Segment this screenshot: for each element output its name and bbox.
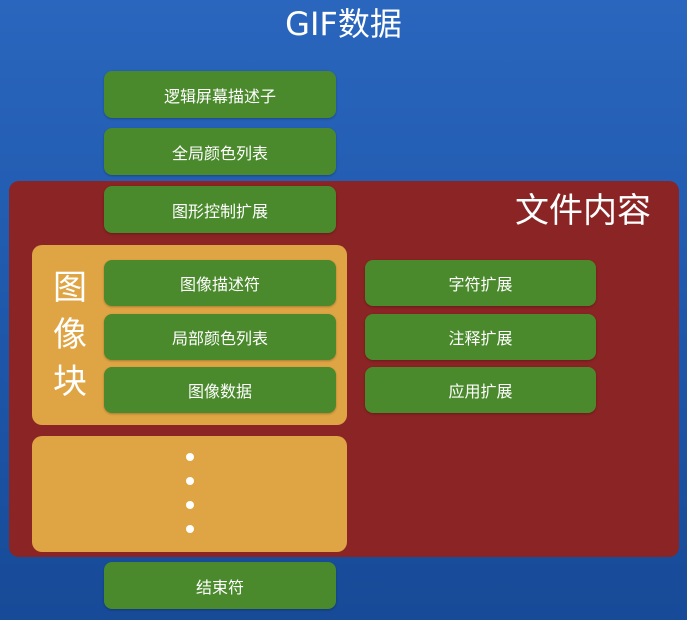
image-data-box: 图像数据 — [104, 367, 336, 413]
ellipsis-dot — [186, 501, 194, 509]
text-extension-box: 字符扩展 — [365, 260, 596, 306]
image-block-label-char: 像 — [53, 315, 87, 355]
local-color-table-box: 局部颜色列表 — [104, 314, 336, 360]
comment-extension-box: 注释扩展 — [365, 314, 596, 360]
application-extension-box: 应用扩展 — [365, 367, 596, 413]
trailer-box: 结束符 — [104, 562, 336, 609]
ellipsis-dot — [186, 477, 194, 485]
ellipsis-dots — [186, 453, 194, 549]
diagram-title: GIF数据 — [285, 5, 402, 43]
image-block-label: 图 像 块 — [50, 265, 90, 406]
image-block-label-char: 图 — [53, 268, 87, 308]
global-color-table-box: 全局颜色列表 — [104, 128, 336, 175]
file-content-label: 文件内容 — [515, 191, 651, 231]
graphic-control-extension-box: 图形控制扩展 — [104, 186, 336, 233]
image-block-label-char: 块 — [53, 362, 87, 402]
logical-screen-descriptor-box: 逻辑屏幕描述子 — [104, 71, 336, 118]
image-descriptor-box: 图像描述符 — [104, 260, 336, 306]
ellipsis-dot — [186, 453, 194, 461]
ellipsis-dot — [186, 525, 194, 533]
